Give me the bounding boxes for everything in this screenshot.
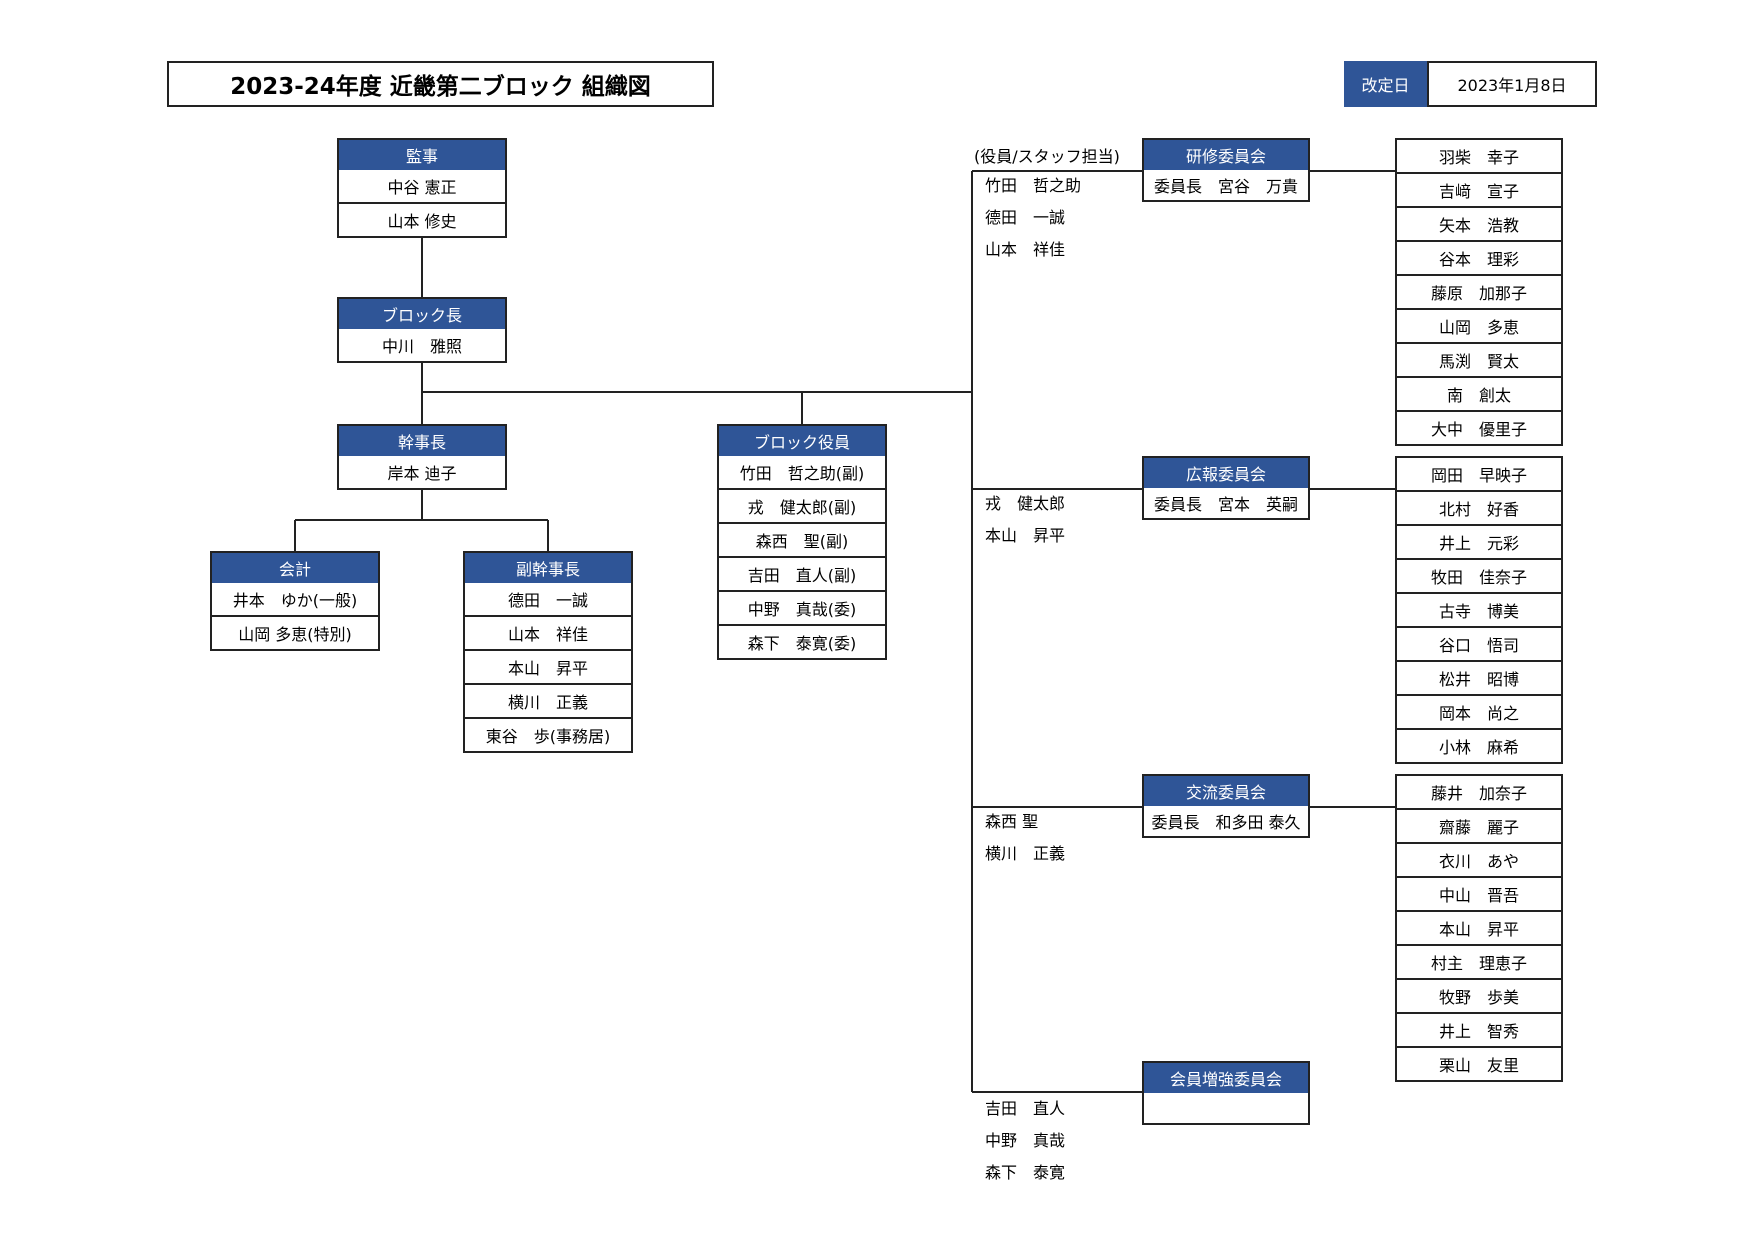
officer-staff-label: (役員/スタッフ担当) (974, 147, 1120, 166)
block-officer-member: 竹田 哲之助(副) (739, 464, 865, 483)
accounting-header: 会計 (212, 553, 378, 583)
committee-member: 藤井 加奈子 (1430, 784, 1527, 803)
exchange-committee-officers: 森西 聖 横川 正義 (985, 806, 1065, 870)
training-committee-members: 羽柴 幸子 吉﨑 宣子 矢本 浩教 谷本 理彩 藤原 加那子 山岡 多恵 馬渕 … (1395, 138, 1563, 446)
committee-member: 谷口 悟司 (1397, 626, 1561, 660)
block-officer-member: 森西 聖(副) (719, 522, 885, 556)
vice-secretary-member: 横川 正義 (465, 683, 631, 717)
pr-committee-officers: 戎 健太郎 本山 昇平 (985, 488, 1065, 552)
committee-member: 牧野 歩美 (1397, 978, 1561, 1012)
training-committee-officers: 竹田 哲之助 德田 一誠 山本 祥佳 (985, 170, 1081, 266)
auditors-header: 監事 (339, 140, 505, 170)
block-chief-box: ブロック長 中川 雅照 (337, 297, 507, 363)
officer-name: 横川 正義 (985, 844, 1066, 863)
revision-date-value: 2023年1月8日 (1427, 61, 1597, 107)
exchange-committee-members: 藤井 加奈子 齋藤 麗子 衣川 あや 中山 晋吾 本山 昇平 村主 理恵子 牧野… (1395, 774, 1563, 1082)
pr-committee-box: 広報委員会 委員長 宮本 英嗣 (1142, 456, 1310, 520)
committee-header: 研修委員会 (1144, 140, 1308, 170)
committee-member: 羽柴 幸子 (1438, 148, 1519, 167)
committee-header: 広報委員会 (1144, 458, 1308, 488)
accounting-member: 山岡 多恵(特別) (212, 615, 378, 649)
committee-member: 村主 理恵子 (1397, 944, 1561, 978)
secretary-general-member: 岸本 迪子 (387, 464, 457, 483)
block-officers-header: ブロック役員 (719, 426, 885, 456)
officer-name: 本山 昇平 (985, 526, 1066, 545)
membership-committee-box: 会員増強委員会 (1142, 1061, 1310, 1125)
secretary-general-box: 幹事長 岸本 迪子 (337, 424, 507, 490)
block-officers-box: ブロック役員 竹田 哲之助(副) 戎 健太郎(副) 森西 聖(副) 吉田 直人(… (717, 424, 887, 660)
committee-chair: 委員長 宮谷 万貴 (1153, 177, 1298, 196)
committee-member: 中山 晋吾 (1397, 876, 1561, 910)
committee-member: 栗山 友里 (1397, 1046, 1561, 1080)
vice-secretary-header: 副幹事長 (465, 553, 631, 583)
officer-name: 吉田 直人 (985, 1099, 1066, 1118)
accounting-member: 井本 ゆか(一般) (232, 591, 358, 610)
committee-member: 山岡 多恵 (1397, 308, 1561, 342)
committee-member: 大中 優里子 (1397, 410, 1561, 444)
committee-member: 小林 麻希 (1397, 728, 1561, 762)
officer-name: 竹田 哲之助 (985, 176, 1082, 195)
committee-member: 矢本 浩教 (1397, 206, 1561, 240)
committee-member: 岡本 尚之 (1397, 694, 1561, 728)
block-officer-member: 吉田 直人(副) (719, 556, 885, 590)
committee-chair (1144, 1093, 1308, 1123)
committee-header: 交流委員会 (1144, 776, 1308, 806)
secretary-general-header: 幹事長 (339, 426, 505, 456)
officer-name: 中野 真哉 (985, 1131, 1066, 1150)
officer-name: 德田 一誠 (985, 208, 1066, 227)
committee-member: 北村 好香 (1397, 490, 1561, 524)
committee-member: 本山 昇平 (1397, 910, 1561, 944)
vice-secretary-box: 副幹事長 德田 一誠 山本 祥佳 本山 昇平 横川 正義 東谷 歩(事務居) (463, 551, 633, 753)
membership-committee-officers: 吉田 直人 中野 真哉 森下 泰寛 (985, 1093, 1065, 1189)
block-officer-member: 中野 真哉(委) (719, 590, 885, 624)
committee-member: 岡田 早映子 (1430, 466, 1527, 485)
committee-member: 牧田 佳奈子 (1397, 558, 1561, 592)
auditor-member: 中谷 憲正 (387, 178, 457, 197)
committee-member: 齋藤 麗子 (1397, 808, 1561, 842)
vice-secretary-member: 德田 一誠 (507, 591, 588, 610)
vice-secretary-member: 本山 昇平 (465, 649, 631, 683)
block-officer-member: 戎 健太郎(副) (719, 488, 885, 522)
vice-secretary-member: 東谷 歩(事務居) (465, 717, 631, 751)
committee-member: 谷本 理彩 (1397, 240, 1561, 274)
pr-committee-members: 岡田 早映子 北村 好香 井上 元彩 牧田 佳奈子 古寺 博美 谷口 悟司 松井… (1395, 456, 1563, 764)
accounting-box: 会計 井本 ゆか(一般) 山岡 多恵(特別) (210, 551, 380, 651)
committee-member: 松井 昭博 (1397, 660, 1561, 694)
officer-name: 山本 祥佳 (985, 240, 1066, 259)
committee-chair: 委員長 宮本 英嗣 (1153, 495, 1298, 514)
committee-chair: 委員長 和多田 泰久 (1151, 813, 1301, 832)
block-chief-header: ブロック長 (339, 299, 505, 329)
officer-name: 森下 泰寛 (985, 1163, 1066, 1182)
committee-member: 古寺 博美 (1397, 592, 1561, 626)
committee-member: 衣川 あや (1397, 842, 1561, 876)
revision-date-label: 改定日 (1344, 61, 1427, 107)
auditor-member: 山本 修史 (339, 202, 505, 236)
auditors-box: 監事 中谷 憲正 山本 修史 (337, 138, 507, 238)
exchange-committee-box: 交流委員会 委員長 和多田 泰久 (1142, 774, 1310, 838)
committee-member: 馬渕 賢太 (1397, 342, 1561, 376)
vice-secretary-member: 山本 祥佳 (465, 615, 631, 649)
committee-member: 藤原 加那子 (1397, 274, 1561, 308)
training-committee-box: 研修委員会 委員長 宮谷 万貴 (1142, 138, 1310, 202)
committee-member: 吉﨑 宣子 (1397, 172, 1561, 206)
officer-name: 森西 聖 (985, 812, 1039, 831)
committee-member: 井上 智秀 (1397, 1012, 1561, 1046)
committee-header: 会員増強委員会 (1144, 1063, 1308, 1093)
committee-member: 南 創太 (1397, 376, 1561, 410)
committee-member: 井上 元彩 (1397, 524, 1561, 558)
block-officer-member: 森下 泰寛(委) (719, 624, 885, 658)
page-title: 2023-24年度 近畿第二ブロック 組織図 (167, 61, 714, 107)
block-chief-member: 中川 雅照 (381, 337, 462, 356)
officer-name: 戎 健太郎 (985, 494, 1066, 513)
